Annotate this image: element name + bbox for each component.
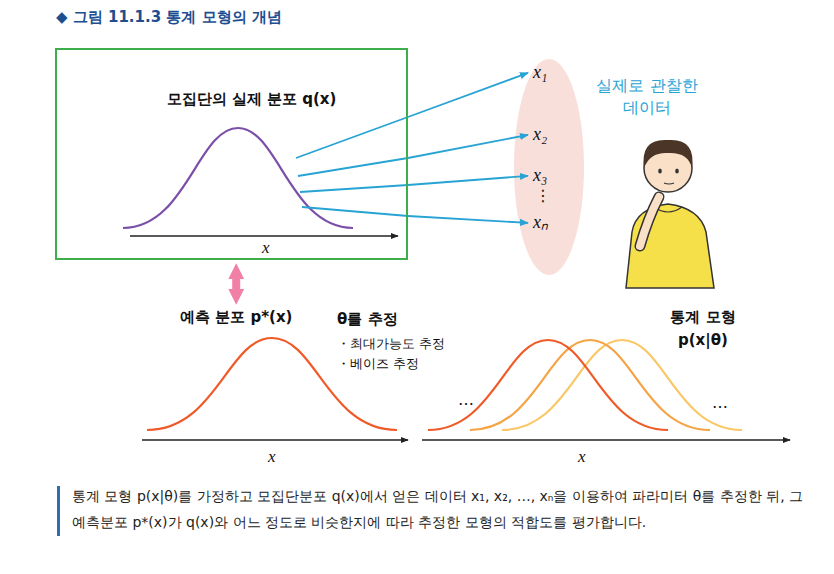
- sample-arrow: [408, 176, 528, 185]
- ellipsis: …: [712, 395, 728, 411]
- population-box: 모집단의 실제 분포 q(x): [55, 48, 408, 260]
- sample-line: [300, 185, 408, 192]
- method-item: ・베이즈 추정: [337, 356, 419, 372]
- axis-label: x: [578, 448, 586, 465]
- predictive-distribution: 예측 분포 p*(x): [180, 308, 292, 326]
- model-curve: [428, 340, 668, 430]
- x-axis: [130, 235, 398, 236]
- label-slot: ・최대가능도 추정: [337, 336, 445, 352]
- eye: [658, 169, 662, 174]
- node-label: 실제로 관찰한 데이터: [582, 75, 712, 118]
- ellipsis: ⋮: [535, 188, 551, 204]
- label-slot: …: [712, 395, 728, 411]
- data-point: x₂: [531, 125, 549, 145]
- label-slot: ⋮: [535, 188, 551, 204]
- label-slot: …: [458, 392, 474, 408]
- sample-line: [298, 158, 408, 176]
- sample-arrow: [408, 216, 528, 223]
- predictive-curve: [147, 338, 397, 430]
- figure-title: ◆ 그림 11.1.3 통계 모형의 개념: [56, 8, 282, 26]
- data-point: x₃: [531, 166, 549, 186]
- title-slot: ◆ 그림 11.1.3 통계 모형의 개념: [56, 8, 282, 26]
- node-label: x₃: [531, 166, 549, 186]
- mouth: [664, 183, 674, 184]
- eye: [675, 169, 679, 174]
- node-label: xₙ: [531, 213, 550, 233]
- comparison-arrow: [232, 276, 240, 292]
- population-curve: [123, 128, 353, 228]
- method-item: ・최대가능도 추정: [337, 336, 445, 352]
- arm: [640, 197, 659, 246]
- node-label: x₁: [531, 63, 549, 83]
- node-label: 예측 분포 p*(x): [180, 308, 292, 326]
- x-axis: [142, 439, 408, 440]
- figure-caption: 통계 모형 p(x|θ)를 가정하고 모집단분포 q(x)에서 얻은 데이터 x…: [72, 483, 817, 535]
- hair: [644, 140, 693, 168]
- x-axis: [422, 439, 790, 440]
- label-slot: x: [262, 239, 270, 256]
- estimation-heading: θ를 추정: [337, 310, 398, 328]
- data-ellipse: 실제로 관찰한 데이터x₁x₂x₃xₙ: [513, 58, 585, 276]
- label-slot: ・베이즈 추정: [337, 356, 419, 372]
- sample-arrow: [408, 73, 528, 117]
- person-illustration: [626, 140, 714, 288]
- node-label: x₂: [531, 125, 549, 145]
- caption-bar: [57, 486, 60, 536]
- model-curve: [470, 340, 710, 430]
- caption-slot: 통계 모형 p(x|θ)를 가정하고 모집단분포 q(x)에서 얻은 데이터 x…: [72, 483, 817, 535]
- ellipsis: …: [458, 392, 474, 408]
- statistical-model: 통계 모형 p(x|θ): [660, 306, 746, 351]
- sample-arrow: [408, 135, 528, 158]
- node-label: 통계 모형 p(x|θ): [660, 306, 746, 351]
- node-label: 모집단의 실제 분포 q(x): [57, 50, 406, 108]
- label-slot: θ를 추정: [337, 310, 398, 328]
- data-point: x₁: [531, 63, 549, 83]
- data-point: xₙ: [531, 213, 550, 233]
- ellipse-fill: [514, 59, 584, 275]
- ellipse-shape: [513, 58, 585, 276]
- axis-label: x: [262, 239, 270, 256]
- arm-outline: [640, 197, 659, 246]
- axis-label: x: [268, 448, 276, 465]
- sample-line: [296, 117, 408, 158]
- label-slot: x: [578, 448, 586, 465]
- label-slot: x: [268, 448, 276, 465]
- sample-line: [302, 207, 408, 216]
